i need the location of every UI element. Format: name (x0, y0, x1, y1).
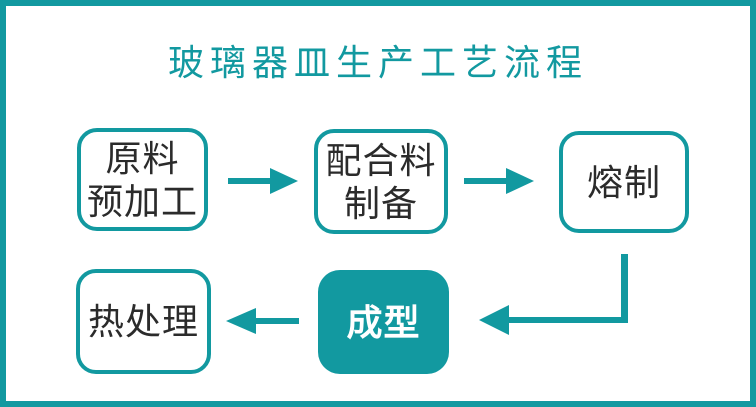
arrow-forming-to-heat-icon (226, 308, 299, 334)
node-label-line: 配合料 (325, 139, 437, 181)
node-heat-treatment: 热处理 (76, 269, 211, 374)
node-raw-material-pretreatment: 原料 预加工 (77, 128, 208, 231)
node-label-line: 原料 (105, 137, 180, 179)
node-label-line: 热处理 (87, 301, 199, 342)
connector-melting-to-forming-icon (479, 254, 628, 338)
node-batch-preparation: 配合料 制备 (314, 129, 448, 234)
node-label-line: 制备 (343, 182, 418, 224)
node-label-line: 预加工 (86, 180, 198, 222)
node-label-line: 熔制 (586, 161, 661, 203)
arrow-batch-to-melting-icon (464, 168, 534, 194)
node-label-line: 成型 (346, 301, 421, 343)
diagram-title: 玻璃器皿生产工艺流程 (167, 42, 588, 83)
arrow-raw-to-batch-icon (228, 168, 298, 194)
node-melting: 熔制 (559, 131, 689, 233)
node-forming: 成型 (318, 270, 449, 374)
